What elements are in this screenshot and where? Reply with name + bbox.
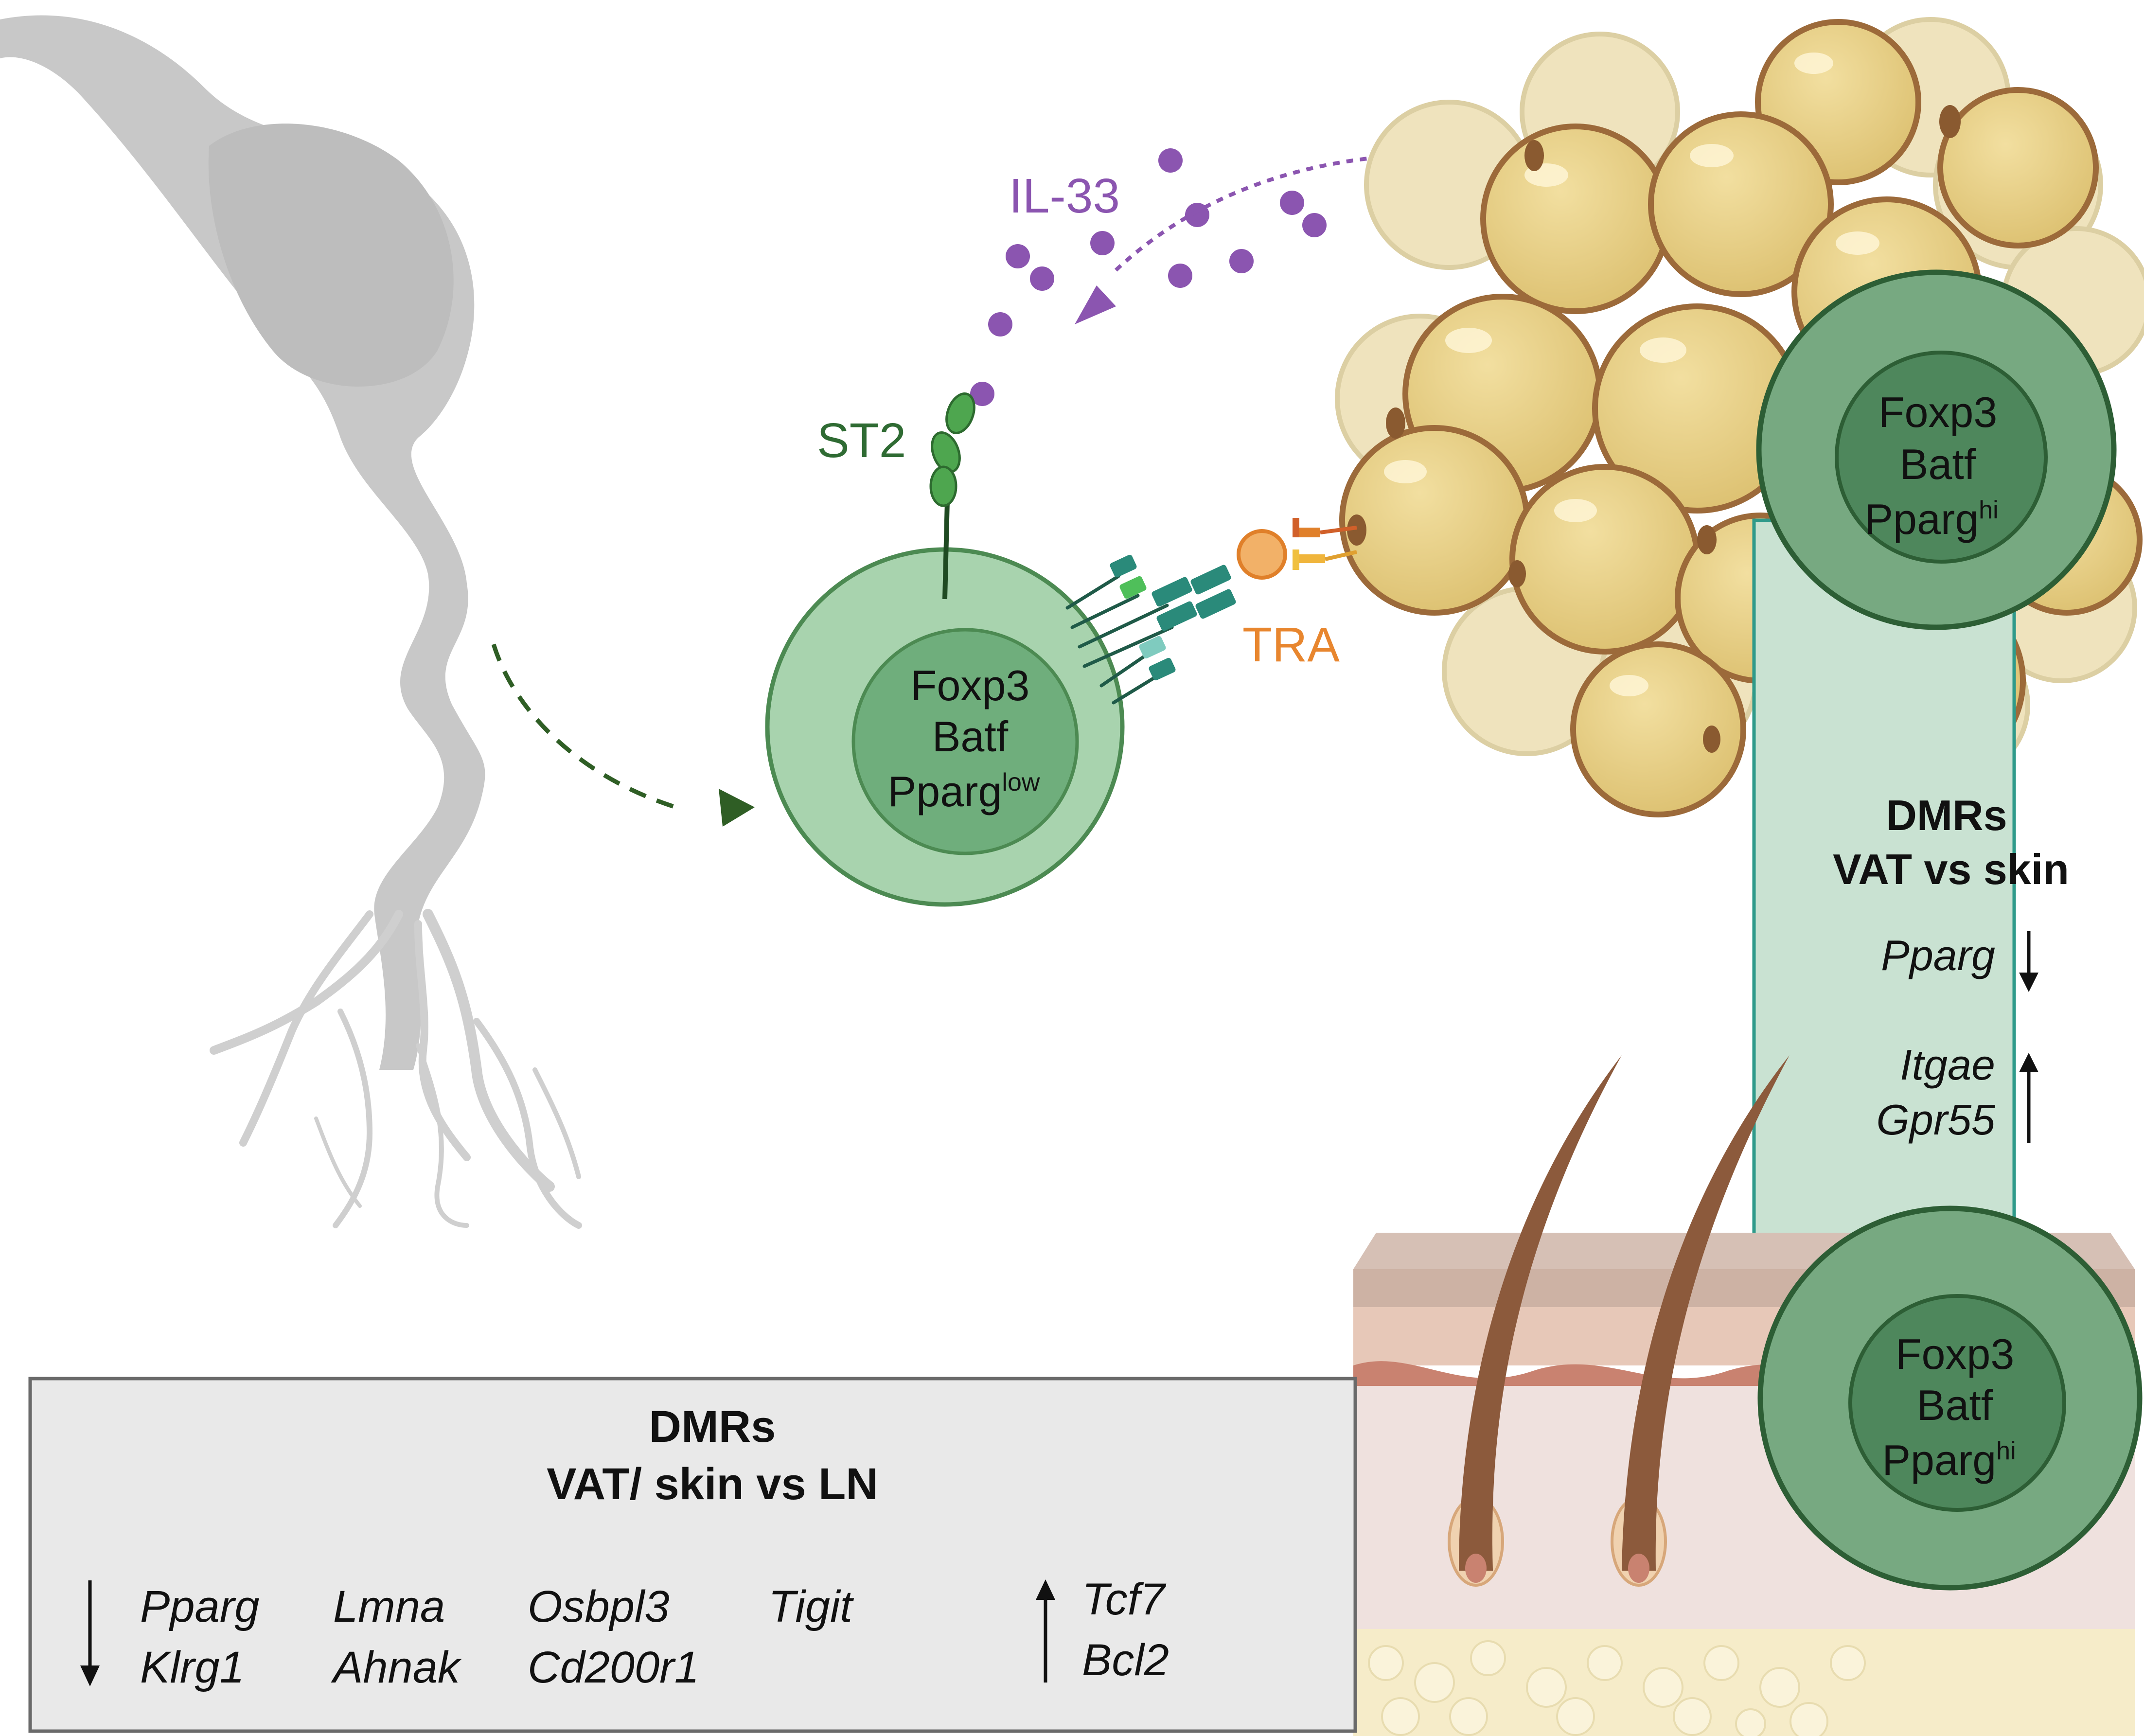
vat-skin-up-arrow [2019,1053,2038,1143]
bottom-down-arrow [80,1580,100,1686]
treg-skin-cell [1757,1205,2143,1591]
bottom-up-gene-tcf7: Tcf7 [1082,1575,1166,1624]
treg-vat-markers: Foxp3 Batf Pparghi [1864,388,1998,543]
bottom-down-gene-ahnak: Ahnak [331,1643,462,1692]
skin-marker-foxp3: Foxp3 [1896,1330,2015,1378]
tra-mhc-complex [1237,518,1357,580]
tra-label: TRA [1242,618,1340,672]
vat-marker-batf: Batf [1900,440,1976,488]
vat-vs-skin-panel [1752,518,2016,1247]
ln-marker-foxp3: Foxp3 [911,661,1030,709]
tcr-cluster [1065,554,1236,705]
bottom-down-gene-lmna: Lmna [333,1582,445,1631]
treg-ln-markers: Foxp3 Batf Pparglow [888,661,1040,815]
il33-arrowhead [1075,285,1116,324]
vat-skin-up-gene-gpr55: Gpr55 [1876,1096,1996,1144]
bottom-up-arrow [1036,1579,1055,1683]
vat-skin-down-arrow [2019,931,2038,992]
st2-receptor [929,392,975,600]
skin-marker-pparg: Pparghi [1882,1436,2016,1484]
bottom-down-gene-klrg1: Klrg1 [140,1643,245,1692]
migration-arrowhead [719,789,755,827]
il33-molecules [970,148,1327,406]
vat-vs-skin-text: DMRs VAT vs skin Pparg Itgae Gpr55 [1833,791,2069,1144]
bottom-title-2: VAT/ skin vs LN [547,1459,878,1509]
vat-skin-up-gene-itgae: Itgae [1900,1041,1995,1089]
bottom-down-gene-pparg: Pparg [140,1582,260,1631]
st2-label: ST2 [817,413,906,468]
lymph-node-illustration [0,15,582,1229]
vat-skin-title-1: DMRs [1886,791,2007,839]
migration-arrow [491,643,677,810]
vat-skin-vs-ln-panel [28,1377,1357,1733]
bottom-down-gene-osbpl3: Osbpl3 [528,1582,670,1631]
treg-vat-cell [1756,269,2117,630]
treg-ln-cell [765,547,1125,907]
skin-marker-batf: Batf [1917,1381,1993,1429]
vat-skin-vs-ln-text: DMRs VAT/ skin vs LN Pparg Klrg1 Lmna Ah… [140,1402,1169,1692]
bottom-down-gene-cd200r1: Cd200r1 [528,1643,699,1692]
il33-label: IL-33 [1009,169,1120,223]
bottom-down-gene-tigit: Tigit [768,1582,854,1631]
treg-skin-markers: Foxp3 Batf Pparghi [1882,1330,2016,1484]
vat-marker-foxp3: Foxp3 [1878,388,1998,436]
vat-skin-down-gene-pparg: Pparg [1881,931,1995,979]
vat-skin-title-2: VAT vs skin [1833,845,2069,893]
ln-marker-batf: Batf [932,712,1009,761]
bottom-up-gene-bcl2: Bcl2 [1082,1635,1169,1685]
ln-marker-pparg: Pparglow [888,767,1040,815]
bottom-title-1: DMRs [649,1402,776,1452]
vat-marker-pparg: Pparghi [1864,495,1998,543]
